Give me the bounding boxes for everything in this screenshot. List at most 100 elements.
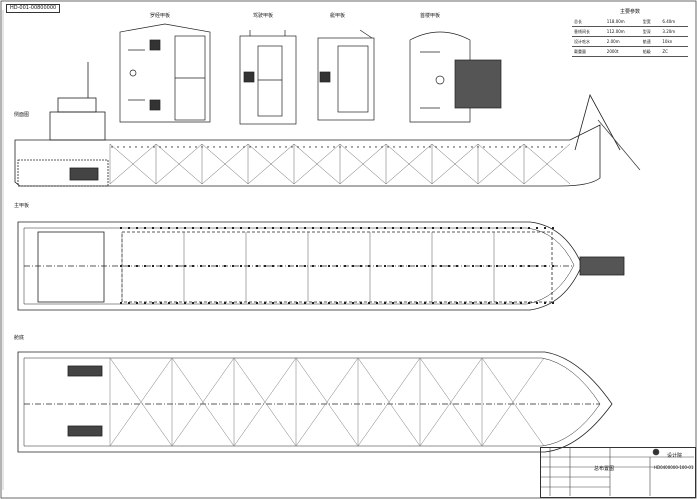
deck-fitting — [304, 265, 306, 267]
deck-fitting — [320, 302, 322, 304]
deck-fitting — [384, 227, 386, 229]
rail-dot — [477, 146, 479, 148]
rail-dot — [153, 146, 155, 148]
particulars-cell: 航速 — [640, 36, 661, 47]
deck-fitting — [152, 227, 154, 229]
deck-fitting — [216, 227, 218, 229]
rail-dot — [111, 146, 113, 148]
upper-deck-view-label: 主甲板 — [14, 203, 30, 209]
deck-fitting — [288, 227, 290, 229]
rail-dot — [537, 146, 539, 148]
particulars-cell: 垂线间长 — [572, 26, 605, 37]
deck-fitting — [408, 265, 410, 267]
rail-dot — [393, 146, 395, 148]
particulars-cell: 10kn — [660, 36, 688, 47]
rail-dot — [189, 146, 191, 148]
truss-line — [523, 143, 571, 185]
deck-fitting — [464, 302, 466, 304]
deck-fitting — [160, 302, 162, 304]
hold-diagonal — [295, 357, 359, 447]
deck-fitting — [272, 227, 274, 229]
deck-fitting — [136, 302, 138, 304]
deck-fitting — [472, 265, 474, 267]
rail-dot — [465, 146, 467, 148]
deck-fitting — [296, 265, 298, 267]
deck-fitting — [416, 302, 418, 304]
deck-fitting — [384, 265, 386, 267]
deck-fitting — [232, 302, 234, 304]
deck-fitting — [136, 265, 138, 267]
deck-fitting — [200, 302, 202, 304]
particulars-cell: 型深 — [640, 26, 661, 37]
rail-dot — [351, 146, 353, 148]
deck-fitting — [248, 302, 250, 304]
wheelhouse-deck-plan — [239, 30, 297, 125]
deck-fitting — [328, 302, 330, 304]
deck-fitting — [232, 265, 234, 267]
drawing-number: HD0400000-100-01 — [654, 465, 694, 470]
rail-dot — [279, 146, 281, 148]
rail-dot — [483, 146, 485, 148]
boat-deck-label: 艇甲板 — [330, 13, 346, 19]
deck-fitting — [512, 265, 514, 267]
rail-dot — [267, 146, 269, 148]
deck-fitting — [504, 227, 506, 229]
deck-fitting — [512, 227, 514, 229]
hold-diagonal — [109, 357, 173, 447]
deck-fitting — [144, 302, 146, 304]
deck-fitting — [376, 265, 378, 267]
deck-fitting — [192, 265, 194, 267]
rail-dot — [453, 146, 455, 148]
deck-fitting — [200, 265, 202, 267]
deck-fitting — [504, 302, 506, 304]
deck-fitting — [440, 302, 442, 304]
rail-dot — [519, 146, 521, 148]
deck-fitting — [376, 302, 378, 304]
deck-fitting — [304, 302, 306, 304]
deck-fitting — [176, 265, 178, 267]
rail-dot — [333, 146, 335, 148]
rail-dot — [471, 146, 473, 148]
rail-dot — [141, 146, 143, 148]
deck-fitting — [344, 302, 346, 304]
rail-dot — [231, 146, 233, 148]
deck-fitting — [240, 227, 242, 229]
rail-dot — [183, 146, 185, 148]
rail-dot — [219, 146, 221, 148]
deck-fitting — [120, 265, 122, 267]
deck-fitting — [272, 265, 274, 267]
deck-fitting — [208, 302, 210, 304]
rail-dot — [273, 146, 275, 148]
rail-dot — [423, 146, 425, 148]
rail-dot — [123, 146, 125, 148]
rail-dot — [129, 146, 131, 148]
deck-fitting — [208, 227, 210, 229]
deck-fitting — [216, 265, 218, 267]
deck-fitting — [472, 227, 474, 229]
deck-fitting — [440, 265, 442, 267]
deck-fitting — [256, 265, 258, 267]
deck-fitting — [432, 265, 434, 267]
title-block: 设计院 总布置图 HD0400000-100-01 — [540, 447, 696, 498]
particulars-cell: 设计吃水 — [572, 36, 605, 47]
deck-fitting — [400, 227, 402, 229]
deck-fitting — [280, 227, 282, 229]
rail-dot — [417, 146, 419, 148]
deck-fitting — [184, 265, 186, 267]
rail-dot — [555, 146, 557, 148]
deck-fitting — [176, 227, 178, 229]
deck-fitting — [464, 265, 466, 267]
deck-fitting — [456, 265, 458, 267]
deck-fitting — [176, 302, 178, 304]
deck-fitting — [352, 227, 354, 229]
deck-fitting — [296, 227, 298, 229]
deck-fitting — [520, 227, 522, 229]
deck-fitting — [528, 265, 530, 267]
rail-dot — [327, 146, 329, 148]
deck-fitting — [488, 265, 490, 267]
rail-dot — [285, 146, 287, 148]
deck-fitting — [320, 227, 322, 229]
deck-fitting — [312, 302, 314, 304]
rail-dot — [321, 146, 323, 148]
truss-line — [385, 143, 433, 185]
